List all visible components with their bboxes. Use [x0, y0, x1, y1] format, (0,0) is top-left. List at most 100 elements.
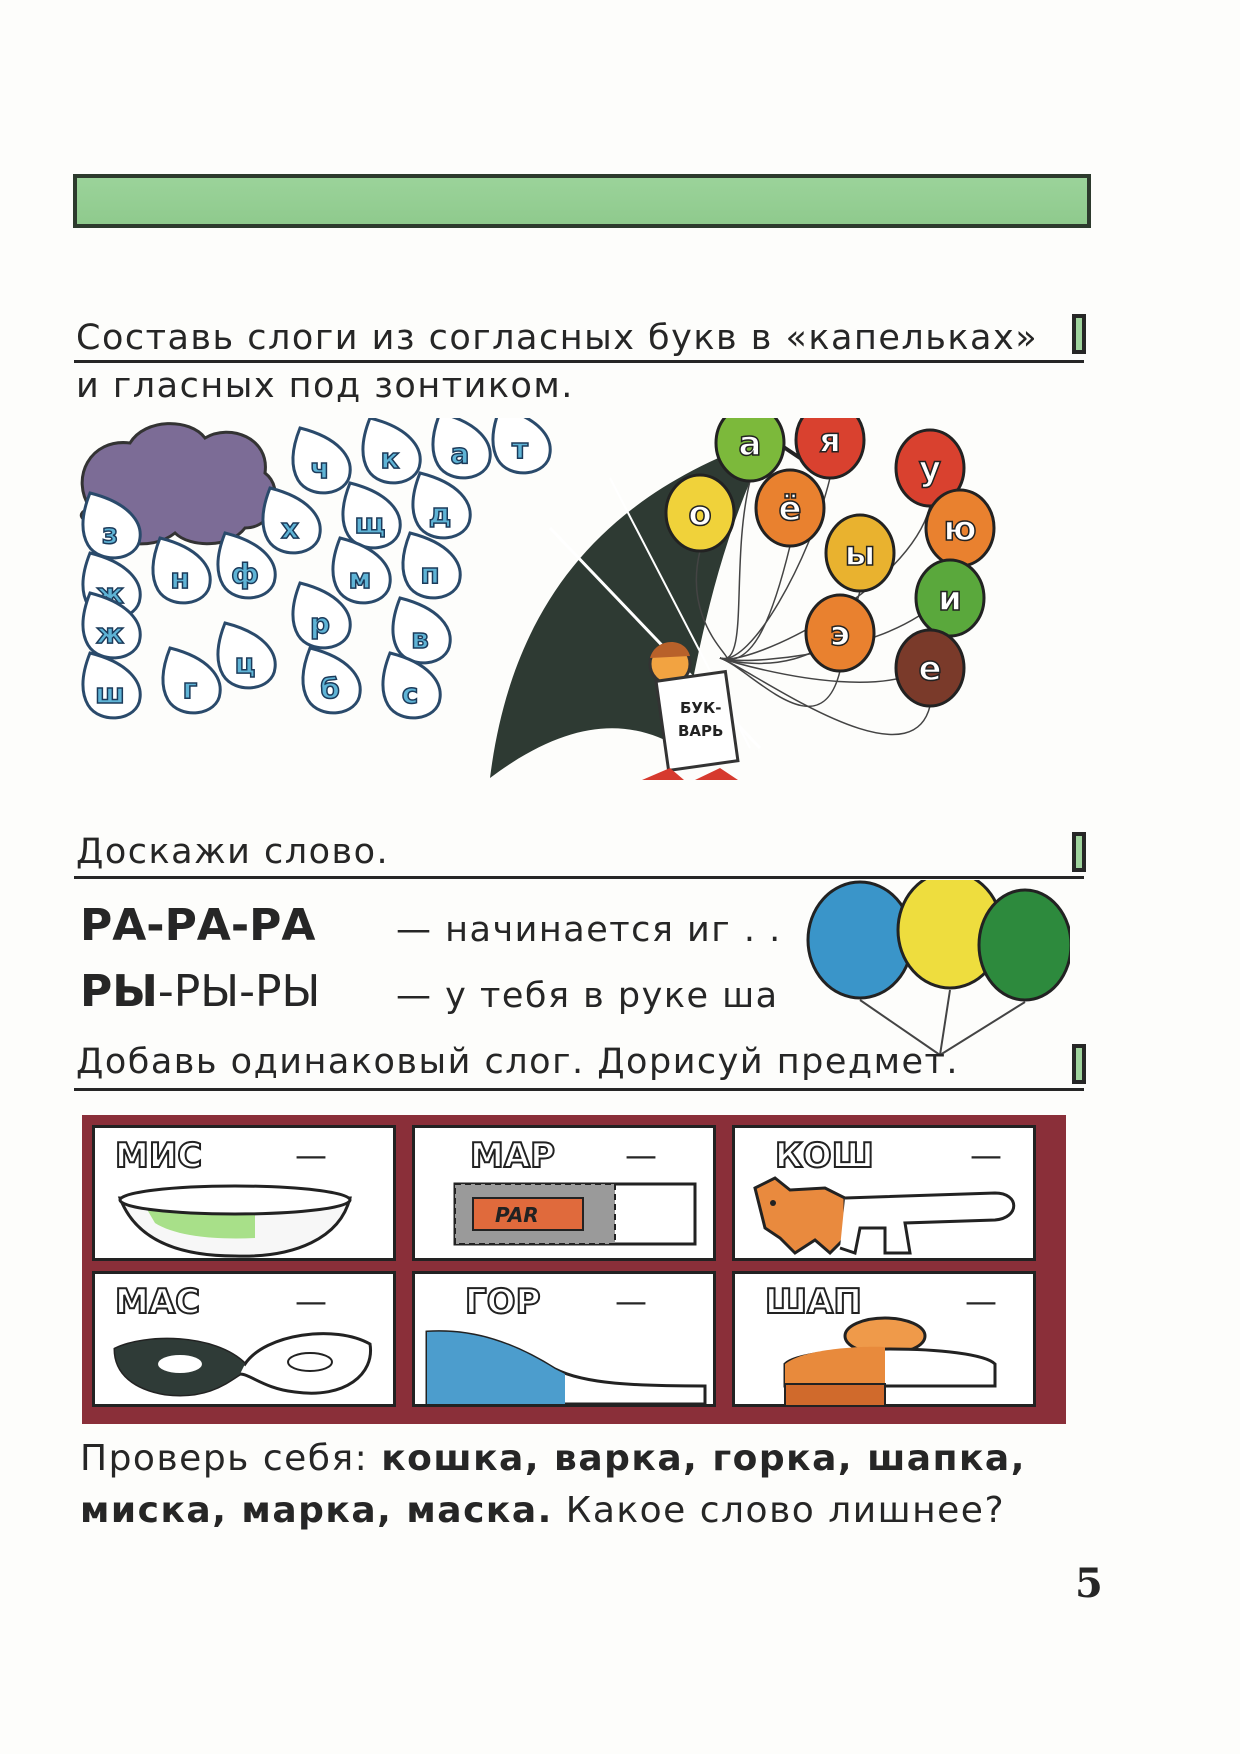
drop-letter: з	[102, 517, 118, 550]
boy-with-book-icon: БУК- ВАРЬ	[642, 641, 740, 780]
check-prefix: Проверь себя:	[80, 1438, 369, 1479]
balloons-group: а я у о ё ю ы и э е	[664, 418, 996, 736]
cell-label: МИС	[114, 1135, 203, 1177]
stamp-icon: PAR	[453, 1182, 697, 1246]
balloon-letter: и	[938, 579, 962, 619]
cell-dash: —	[965, 1282, 997, 1320]
drop-15: р	[291, 581, 352, 650]
task-marker	[1072, 1044, 1086, 1084]
cell-label: КОШ	[774, 1135, 875, 1177]
balloon-5: ё	[719, 468, 826, 661]
drop-letter: б	[320, 672, 340, 705]
drop-letter: д	[429, 497, 452, 530]
drop-21: с	[381, 651, 442, 720]
drop-letter: ч	[310, 452, 329, 485]
umbrella-icon	[490, 436, 802, 778]
cell-label: ШАП	[764, 1281, 863, 1323]
drop-7: щ	[341, 481, 402, 550]
balloon-9: э	[719, 593, 876, 708]
balloon-7: ы	[719, 513, 896, 665]
grid-cell-2: МАР — PAR	[412, 1125, 716, 1261]
drop-letter: р	[310, 607, 330, 640]
balloon-3: у	[719, 428, 966, 660]
drop-5: з	[81, 491, 142, 560]
task3-underline	[74, 1088, 1084, 1091]
check-words-1: кошка, варка, горка, шапка,	[381, 1438, 1026, 1479]
task1-line2: и гласных под зонтиком.	[76, 366, 574, 406]
row1-syllables: РА-РА-РА	[80, 900, 316, 951]
task-marker	[1072, 314, 1086, 354]
drop-letter: щ	[355, 507, 386, 540]
balloon-letter: ы	[845, 534, 876, 574]
check-question: Какое слово лишнее?	[565, 1490, 1006, 1531]
slide-icon	[425, 1330, 707, 1406]
drop-16: в	[391, 596, 452, 665]
drop-6: х	[261, 486, 322, 555]
drop-letter: в	[411, 622, 429, 655]
drop-letter: н	[170, 562, 189, 595]
cell-label: МАС	[114, 1281, 201, 1323]
balloon-letter: я	[819, 421, 841, 461]
drop-1: ч	[291, 426, 352, 495]
drop-letter: к	[380, 442, 399, 475]
cell-dash: —	[295, 1282, 327, 1320]
balloon-8: и	[719, 558, 986, 683]
drop-letter: ф	[231, 557, 259, 590]
balloon-letter: у	[919, 449, 941, 489]
cell-dash: —	[970, 1136, 1002, 1174]
balloon-letter: ю	[943, 509, 976, 549]
task1-underline	[74, 360, 1084, 363]
check-line1: Проверь себя: кошка, варка, горка, шапка…	[80, 1438, 1026, 1479]
drop-4: т	[491, 418, 552, 475]
drop-3: а	[431, 418, 492, 480]
bowl-icon	[117, 1184, 352, 1258]
task3-title: Добавь одинаковый слог. Дорисуй предмет.	[76, 1042, 960, 1082]
balloon-letter: ё	[778, 489, 801, 529]
drop-letter: а	[451, 437, 470, 470]
balloon-letter: е	[918, 649, 941, 689]
drop-14: ж	[81, 591, 142, 660]
mask-icon	[113, 1332, 373, 1397]
drop-11: ф	[216, 531, 277, 600]
cell-label: ГОР	[464, 1281, 541, 1323]
section-header-bar	[73, 174, 1091, 228]
page-number: 5	[1075, 1560, 1103, 1607]
book-label-2: ВАРЬ	[678, 722, 723, 740]
hat-icon	[783, 1316, 997, 1407]
grid-cell-1: МИС —	[92, 1125, 396, 1261]
stamp-text: PAR	[495, 1203, 539, 1227]
task-marker	[1072, 832, 1086, 872]
balloon-letter: а	[739, 424, 762, 464]
drop-8: д	[411, 471, 472, 540]
row1-rest: — начинается иг . .	[396, 910, 782, 950]
grid-cell-3: КОШ —	[732, 1125, 1036, 1261]
drop-letter: м	[349, 562, 372, 595]
check-line2: миска, марка, маска. Какое слово лишнее?	[80, 1490, 1005, 1531]
drop-13: п	[401, 531, 462, 600]
cat-icon	[753, 1176, 1016, 1256]
balloon-letter: о	[688, 494, 711, 534]
three-balloons-icon	[806, 880, 1070, 1056]
task2-title: Доскажи слово.	[76, 832, 390, 872]
drop-letter: ц	[235, 647, 256, 680]
drop-letter: с	[402, 677, 419, 710]
drop-letter: ж	[96, 617, 124, 650]
drop-17: ш	[81, 651, 142, 720]
row2-syllable-bold: РЫ	[80, 966, 158, 1017]
cell-label: МАР	[469, 1135, 556, 1177]
drop-letter: т	[512, 432, 529, 465]
drop-2: к	[361, 418, 422, 485]
balloon-10: е	[719, 628, 966, 736]
row2-rest: — у тебя в руке ша	[396, 976, 779, 1016]
grid-cell-6: ШАП —	[732, 1271, 1036, 1407]
row2-syllables-rest: -РЫ-РЫ	[157, 966, 321, 1017]
balloon-letter: э	[830, 614, 850, 654]
check-words-2: миска, марка, маска.	[80, 1490, 553, 1531]
grid-cell-5: ГОР —	[412, 1271, 716, 1407]
drop-letter: п	[420, 557, 439, 590]
drop-12: м	[331, 536, 392, 605]
grid-cell-4: МАС —	[92, 1271, 396, 1407]
drop-letter: ш	[95, 677, 125, 710]
balloon-1: а	[714, 418, 786, 660]
